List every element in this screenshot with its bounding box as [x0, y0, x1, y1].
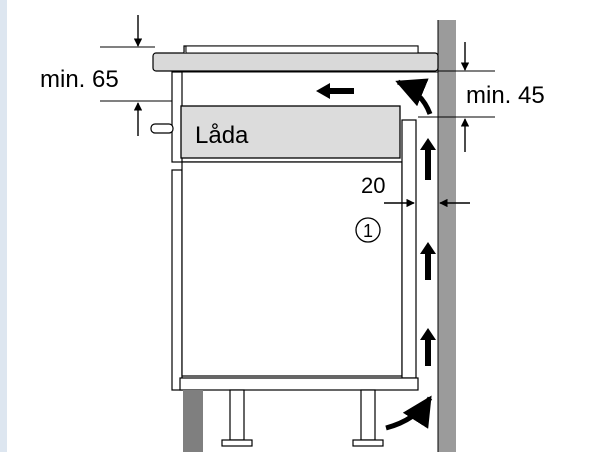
right-gap-label: min. 45 [466, 82, 545, 109]
airflow-curve-bottom [385, 395, 433, 431]
leg-left-foot [221, 439, 253, 447]
wall [438, 20, 456, 452]
left-edge-strip [0, 0, 7, 452]
plinth [183, 390, 203, 452]
side-gap-label: 20 [361, 173, 385, 198]
leg-left [229, 389, 245, 441]
airflow-arrow-up-2 [420, 242, 436, 280]
top-gap-label: min. 65 [40, 66, 119, 93]
airflow-arrows [316, 83, 436, 366]
airflow-curve-top [395, 78, 433, 115]
marker-circle [355, 217, 381, 243]
drawer [180, 105, 401, 159]
hob-body [185, 45, 419, 54]
cabinet-side-left [171, 169, 183, 391]
cabinet-inner [181, 161, 403, 377]
cabinet-legs [221, 389, 384, 447]
airflow-arrow-left [316, 83, 354, 99]
drawer-label: Låda [195, 122, 249, 149]
cabinet-bottom [179, 377, 419, 391]
airflow-arrow-up-3 [420, 328, 436, 366]
countertop [152, 52, 439, 72]
leg-right-foot [352, 439, 384, 447]
cabinet-back-panel [401, 119, 417, 379]
leg-right [360, 389, 376, 441]
marker-label: 1 [363, 221, 373, 241]
airflow-arrow-up-1 [420, 138, 436, 180]
drawer-handle [150, 123, 174, 134]
